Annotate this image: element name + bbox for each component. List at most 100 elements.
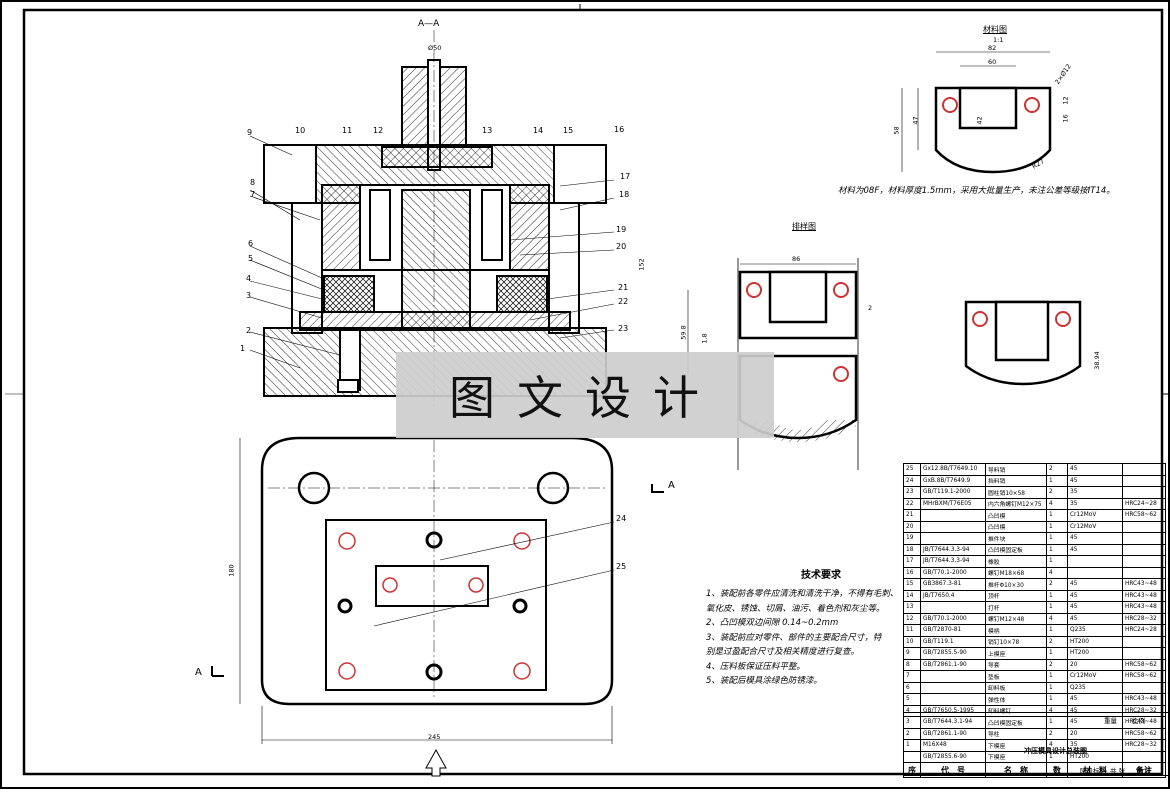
bom-cell-no: 8 [903, 658, 921, 671]
bom-cell-note: HRC24~28 [1122, 497, 1166, 510]
bom-cell-qty: 1 [1046, 532, 1068, 545]
qty-label: 共 张 [1110, 767, 1126, 775]
tech-title: 技术要求 [801, 570, 841, 581]
bom-cell-name: 凸凹模固定板 [985, 716, 1047, 729]
bom-cell-no: 16 [903, 566, 921, 579]
part-no-5: 5 [248, 254, 254, 263]
stage-label: 阶段标记 [1080, 767, 1106, 775]
bom-cell-qty: 2 [1046, 658, 1068, 671]
bom-cell-note: HRC43~48 [1122, 716, 1166, 729]
view-marker-a-right: A [668, 480, 675, 491]
part-no-25: 25 [616, 562, 627, 571]
bom-cell-std: GB/T70.1-2000 [920, 566, 986, 579]
bom-cell-no: 18 [903, 543, 921, 556]
bom-cell-mat: 45 [1067, 589, 1123, 602]
bom-cell-mat: Cr12MoV [1067, 670, 1123, 683]
dim-blank-82: 82 [988, 44, 997, 52]
bom-cell-mat: HT200 [1067, 635, 1123, 648]
bom-cell-mat [1067, 555, 1123, 568]
bom-cell-qty: 1 [1046, 716, 1068, 729]
part-no-17: 17 [620, 172, 631, 181]
bom-cell-no: 13 [903, 601, 921, 614]
bom-cell-std: GB/T2870-81 [920, 624, 986, 637]
bom-cell-qty: 4 [1046, 612, 1068, 625]
bom-cell-std: GB/T2861.1-90 [920, 658, 986, 671]
dim-blank-58: 58 [892, 126, 901, 135]
bom-cell-std [920, 601, 986, 614]
bom-cell-qty: 1 [1046, 693, 1068, 706]
bom-cell-std: GB3867.3-81 [920, 578, 986, 591]
bom-cell-note: HRC58~62 [1122, 509, 1166, 522]
bom-cell-name: 内六角螺钉M12×75 [985, 497, 1047, 510]
bom-cell-std [920, 532, 986, 545]
weight-label: 重量 [1104, 717, 1117, 725]
title-block: 冲压模具设计总装图 重量 比例 阶段标记 共 张 第 张 [903, 712, 1170, 776]
bom-cell-no: 25 [903, 463, 921, 476]
bom-cell-std: JB/T7650.4 [920, 589, 986, 602]
bom-cell-no: 14 [903, 589, 921, 602]
part-no-6: 6 [248, 239, 254, 248]
bom-cell-no: 19 [903, 532, 921, 545]
blank-scale: 1:1 [993, 36, 1004, 44]
bom-cell-mat: 45 [1067, 704, 1123, 717]
bom-cell-note: HRC58~62 [1122, 670, 1166, 683]
section-view [263, 30, 607, 410]
bom-cell-note [1122, 532, 1166, 545]
bom-cell-std: Gx12.8B/T7649.10 [920, 463, 986, 476]
bom-cell-mat: 45 [1067, 693, 1123, 706]
part-no-4: 4 [246, 274, 252, 283]
bom-cell-name: 卸料板 [985, 681, 1047, 694]
bom-cell-name: 螺钉M12×48 [985, 612, 1047, 625]
bom-cell-mat: Q235 [1067, 624, 1123, 637]
part-no-23: 23 [618, 324, 629, 333]
dim-plan-height: 180 [227, 564, 236, 577]
bom-cell-note: HRC28~32 [1122, 612, 1166, 625]
bom-cell-mat: 45 [1067, 601, 1123, 614]
part-no-21: 21 [618, 283, 629, 292]
bom-cell-std [920, 681, 986, 694]
bom-cell-name: 垫板 [985, 670, 1047, 683]
bom-cell-mat: HT200 [1067, 647, 1123, 660]
dim-part-38-94: 38.94 [1092, 351, 1101, 370]
bom-cell-name: 上模座 [985, 647, 1047, 660]
bom-cell-no: 17 [903, 555, 921, 568]
tech-item: 5、装配后模具涂绿色防锈漆。 [706, 676, 822, 686]
section-label: A—A [418, 19, 440, 29]
part-no-11: 11 [342, 126, 353, 135]
dim-blank-12: 12 [1061, 96, 1070, 105]
bom-cell-std [920, 670, 986, 683]
bom-cell-mat: 45 [1067, 474, 1123, 487]
bom-cell-no: 12 [903, 612, 921, 625]
section-arrow [425, 748, 447, 777]
dim-height-total: 152 [637, 258, 646, 271]
blank-title: 材料图 [983, 25, 1007, 34]
bom-cell-no: 15 [903, 578, 921, 591]
part-view [964, 300, 1082, 386]
scale-label: 比例 [1132, 717, 1145, 725]
bom-cell-std [920, 693, 986, 706]
bom-cell-no: 23 [903, 486, 921, 499]
tech-item: 3、装配前应对零件、部件的主要配合尺寸，特 [706, 632, 882, 643]
part-no-20: 20 [616, 242, 627, 251]
bom-cell-qty: 1 [1046, 543, 1068, 556]
bom-cell-mat: 45 [1067, 612, 1123, 625]
bom-cell-name: 挡料销 [985, 474, 1047, 487]
bom-cell-name: 导套 [985, 658, 1047, 671]
bom-cell-no: 10 [903, 635, 921, 648]
part-no-19: 19 [616, 225, 627, 234]
bom-cell-note: HRC28~32 [1122, 704, 1166, 717]
part-no-14: 14 [533, 126, 544, 135]
bom-cell-note: HRC43~48 [1122, 693, 1166, 706]
